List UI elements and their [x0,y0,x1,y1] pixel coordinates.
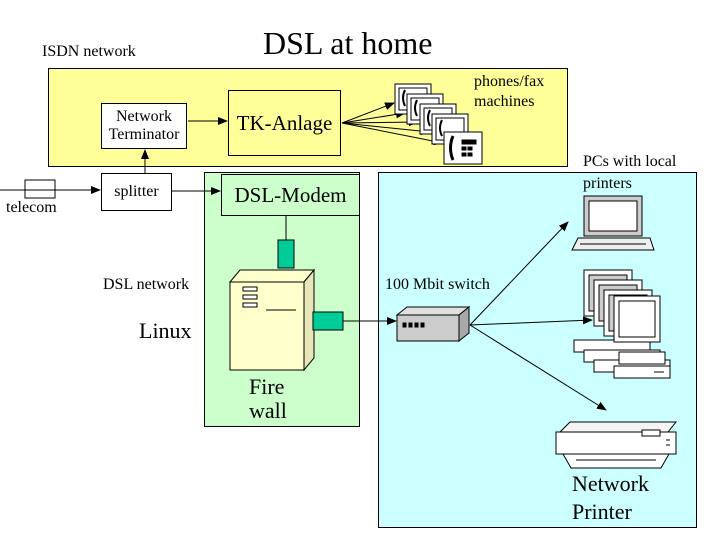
network-terminator-box: Network Terminator [101,103,187,149]
splitter-box: splitter [101,173,172,211]
pcs-label: PCs with local printers [583,153,677,193]
dsl-modem-box: DSL-Modem [221,174,360,216]
desktop-pcs-icon [573,269,671,379]
switch-label: 100 Mbit switch [385,276,490,293]
laptop-icon [571,195,655,251]
firewall-label: Fire wall [249,374,287,424]
splitter-label: splitter [114,182,159,200]
tk-to-phone-5-arrow [341,122,444,146]
tk-to-phone-1-arrow [341,102,395,124]
telecom-label: telecom [6,199,57,216]
telecom-socket [24,179,56,199]
tk-anlage-label: TK-Anlage [236,110,333,135]
linux-label: Linux [139,318,192,343]
switch-to-laptop-arrow [469,221,569,326]
firewall-nic [312,311,344,331]
modem-nic [277,239,295,269]
phone-fax-stack [394,83,483,165]
dsl-modem-label: DSL-Modem [234,182,347,207]
switch-icon [395,305,471,343]
phones-fax-label: phones/fax machines [474,73,545,110]
tk-to-phone-2-arrow [341,110,406,124]
switch-to-pcs-arrow [469,316,593,326]
isdn-network-label: ISDN network [42,43,136,60]
tk-to-phone-3-arrow [341,118,419,127]
firewall-server-icon [228,268,316,372]
tk-anlage-box: TK-Anlage [228,90,341,156]
switch-to-printer-arrow [469,324,607,411]
dsl-network-label: DSL network [103,276,190,293]
network-printer-icon [555,421,678,469]
network-printer-label: Network Printer [572,471,649,524]
network-terminator-label: Network Terminator [108,107,180,143]
diagram-title: DSL at home [263,25,433,61]
tk-to-phone-4-arrow [341,122,431,136]
